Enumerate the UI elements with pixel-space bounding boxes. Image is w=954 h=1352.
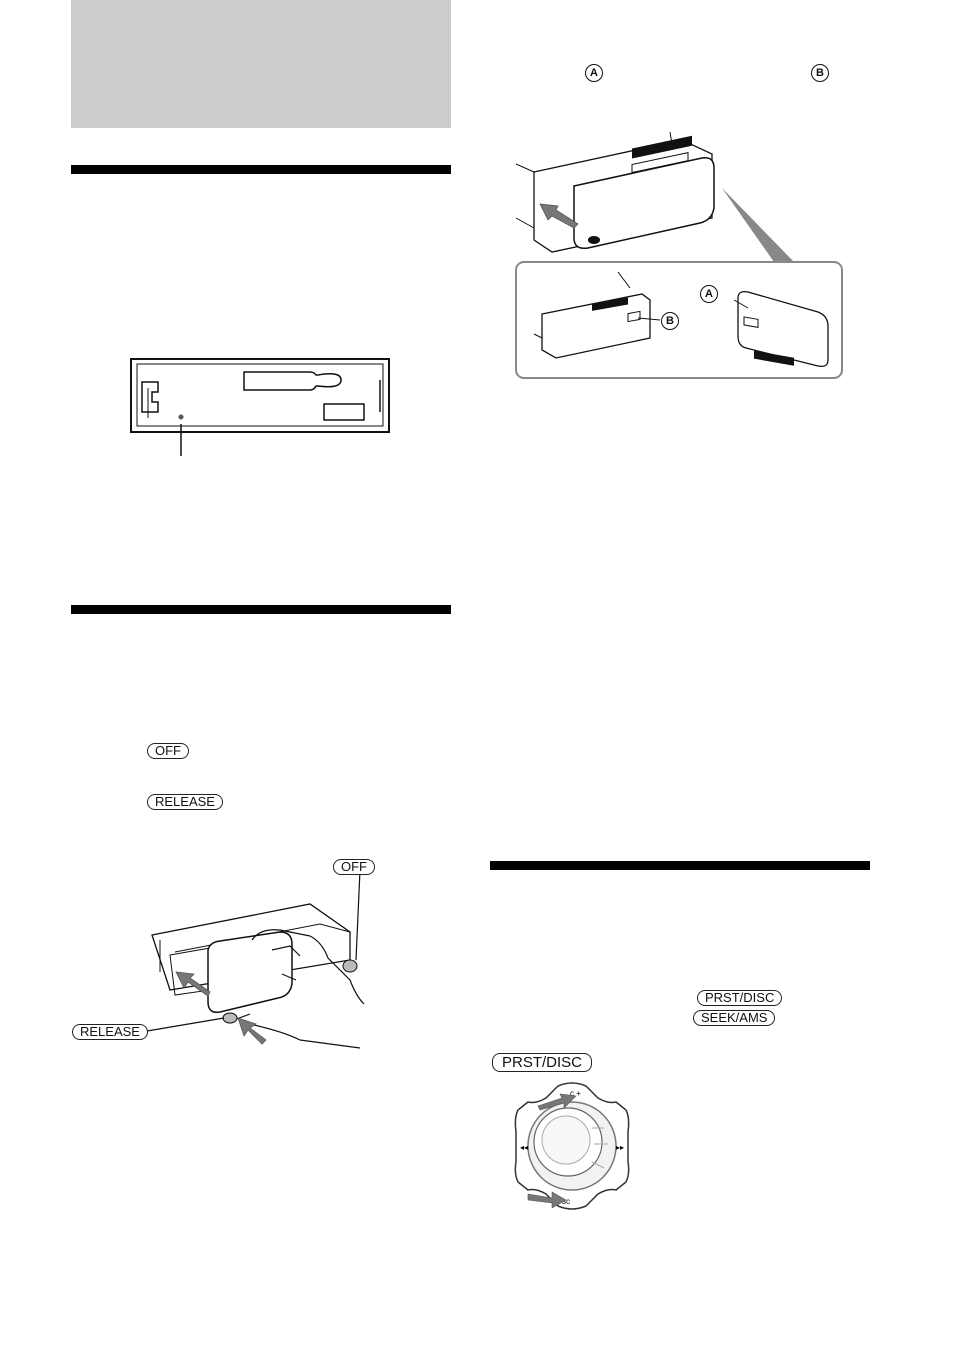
dial-top-mark: c +: [570, 1089, 581, 1098]
prst-disc-button-label: PRST/DISC: [697, 990, 783, 1006]
dial-bottom-mark: sc: [562, 1197, 570, 1206]
attach-front-panel-figure: [515, 131, 843, 379]
detach-front-panel-figure: [146, 869, 365, 1049]
section-rule-1: [71, 165, 451, 174]
release-button-label: RELEASE: [147, 794, 223, 810]
front-panel-back-figure: [130, 358, 390, 456]
marker-b: B: [811, 64, 829, 82]
marker-b-inset: B: [661, 312, 679, 330]
section-rule-2: [71, 605, 451, 614]
off-button-callout: OFF: [333, 859, 375, 875]
control-dial-figure: c + sc ◂◂ ▸▸: [514, 1082, 630, 1210]
off-button-label: OFF: [147, 743, 189, 759]
section-header-block: [71, 0, 451, 128]
marker-a-inset: A: [700, 285, 718, 303]
release-button-callout: RELEASE: [72, 1024, 148, 1040]
dial-left-mark: ◂◂: [520, 1143, 528, 1152]
prst-disc-figure-label: PRST/DISC: [492, 1053, 593, 1072]
marker-a: A: [585, 64, 603, 82]
section-rule-3: [490, 861, 870, 870]
dial-right-mark: ▸▸: [616, 1143, 624, 1152]
seek-ams-button-label: SEEK/AMS: [693, 1010, 776, 1026]
